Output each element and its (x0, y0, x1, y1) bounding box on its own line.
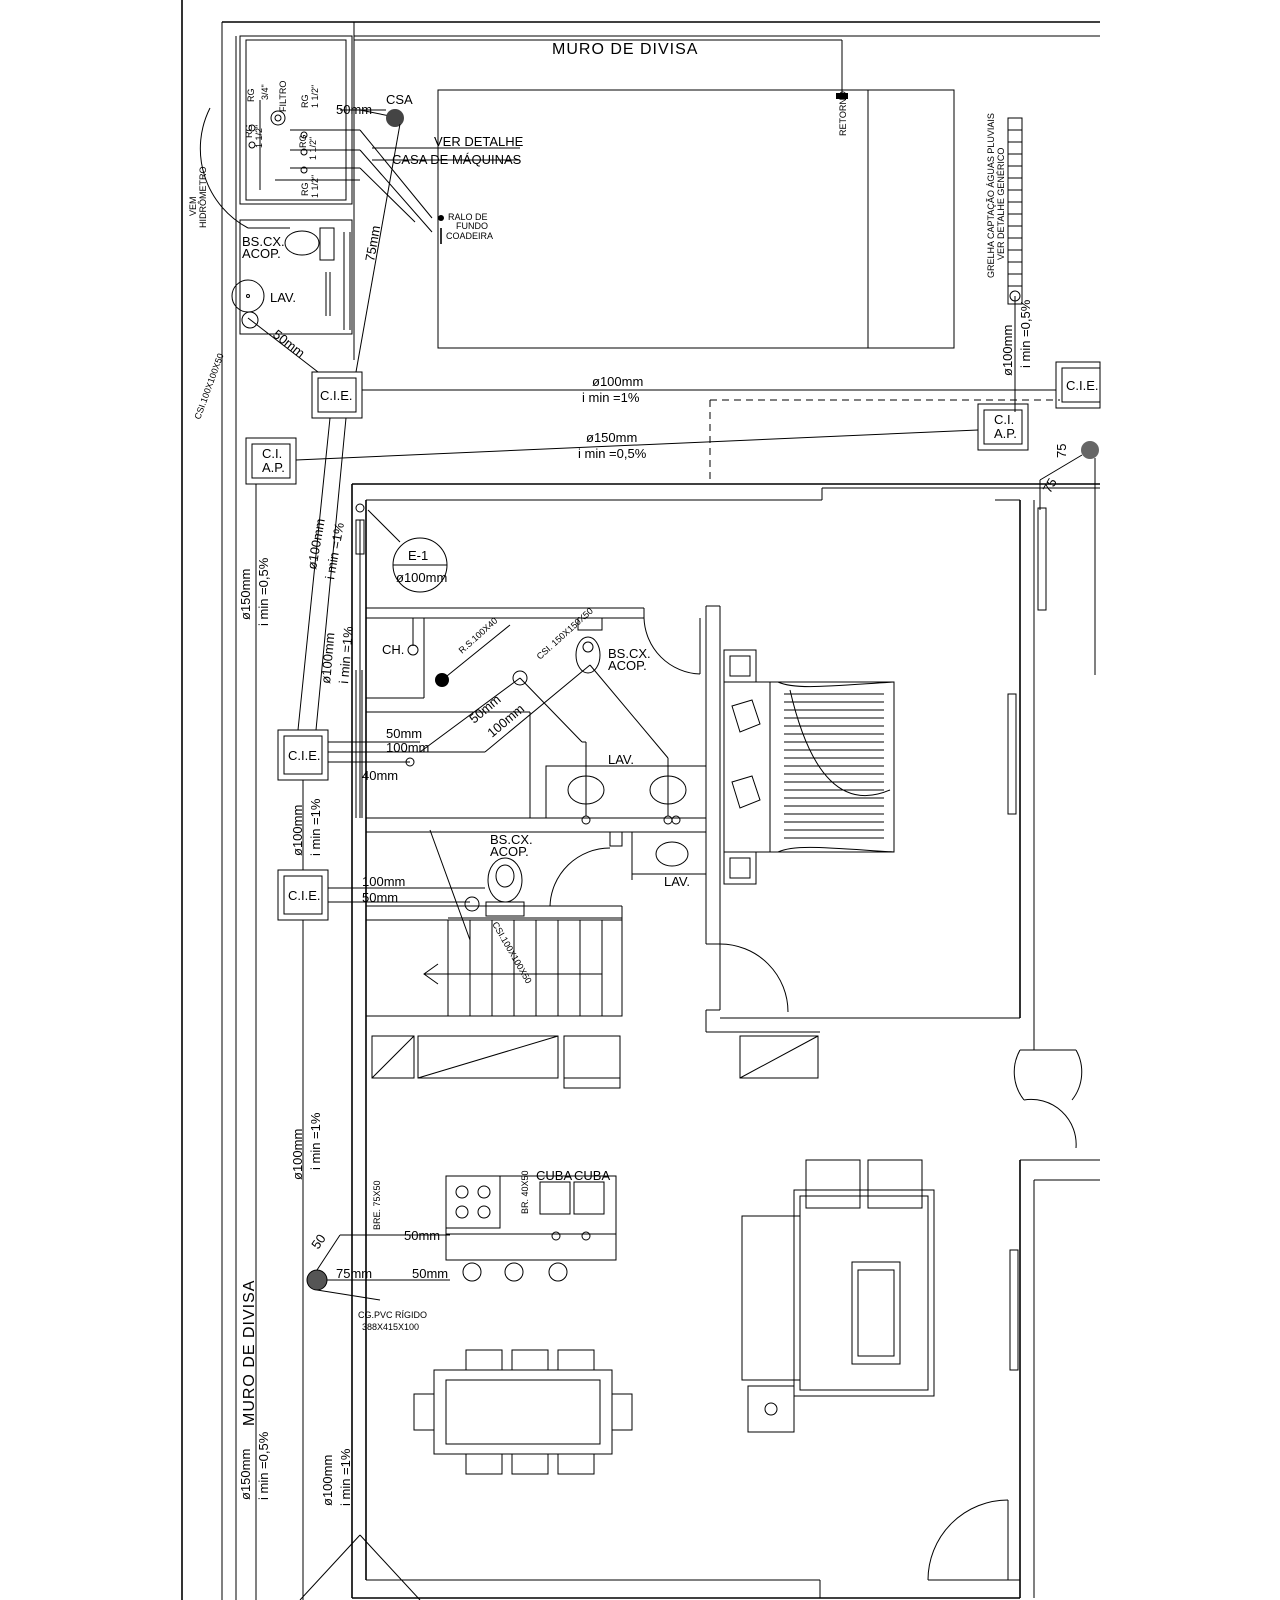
grate-label-2: VER DETALHE GENÉRICO (996, 148, 1006, 260)
csi-bath-label: CSI. 150X150X50 (535, 606, 595, 662)
pipe-i05-mid: i min =0,5% (578, 446, 647, 461)
filter-label: FILTRO (278, 81, 288, 112)
bre-label: BRE. 75X50 (372, 1180, 382, 1230)
rg-label-c1: RG (244, 125, 254, 139)
ci-ap-right-2: A.P. (994, 426, 1017, 441)
pipe-75-kitchen: 75mm (336, 1266, 372, 1281)
rg-label-d2: 1 1/2" (308, 137, 318, 160)
meter-label-2: HIDRÔMETRO (198, 167, 208, 229)
cg-label-1: CG.PVC RÍGIDO (358, 1310, 427, 1320)
toilet-top-label-2: ACOP. (242, 246, 281, 261)
ci-ap-right-1: C.I. (994, 412, 1014, 427)
dim-75-b: 75 (1040, 475, 1060, 495)
meter-label-1: VEM (188, 196, 198, 216)
sink-low-label: LAV. (664, 874, 690, 889)
annotations: MURO DE DIVISA MURO DE DIVISA CSA VER DE… (188, 41, 1099, 1506)
shower-label: CH. (382, 642, 404, 657)
cie-top-label: C.I.E. (320, 388, 353, 403)
e1-label: E-1 (408, 548, 428, 563)
rg-label-c2: 1 1/2" (254, 125, 264, 148)
bathroom-upper (355, 519, 721, 1010)
pipe-40-bath: 40mm (362, 768, 398, 783)
bathroom-lower-stairs (365, 829, 707, 1017)
pipe-i1-c: i min =1% (308, 798, 323, 856)
rs-label: R.S.100X40 (457, 616, 500, 656)
sink-cuba-1: CUBA (536, 1168, 572, 1183)
pipe-100-low: 100mm (362, 874, 405, 889)
pipe-d100-e: ø100mm (320, 1455, 335, 1506)
pipe-i05-low: i min =0,5% (256, 1431, 271, 1500)
rg-label-b1: RG (300, 95, 310, 109)
rg-label-a2: 3/4" (260, 84, 270, 100)
left-wall-label: MURO DE DIVISA (241, 1280, 258, 1426)
grate-label-1: GRELHA CAPTAÇÃO ÁGUAS PLUVIAIS (986, 113, 996, 278)
pipe-d100-b: ø100mm (318, 632, 337, 684)
drain-grate (1007, 117, 1023, 412)
ci-ap-left-2: A.P. (262, 460, 285, 475)
pipe-i1-b: i min =1% (336, 625, 356, 684)
pipe-d150-low: ø150mm (238, 1449, 253, 1500)
ci-ap-left-1: C.I. (262, 446, 282, 461)
cie-mid-label: C.I.E. (288, 748, 321, 763)
csi-left-label: CSI.100X100X50 (192, 352, 225, 421)
toilet-bath-label-1: BS.CX. (608, 646, 651, 661)
pipe-50-low: 50mm (362, 890, 398, 905)
pipe-i1-d: i min =1% (308, 1112, 323, 1170)
machine-room-label: CASA DE MÁQUINAS (392, 152, 522, 167)
pipe-50-bath: 50mm (386, 726, 422, 741)
rg-label-b2: 1 1/2" (310, 85, 320, 108)
toilet-bath-label-2: ACOP. (608, 658, 647, 673)
rg-label-e1: RG (300, 183, 310, 197)
pipe-50-left: 50mm (270, 327, 308, 361)
pipe-d100-d: ø100mm (290, 1129, 305, 1180)
pipe-i05-right: i min =0,5% (1018, 299, 1033, 368)
pipe-50-kitchen-b: 50mm (412, 1266, 448, 1281)
csi-stair-label: CSI.100X100X50 (490, 920, 533, 985)
toilet-low-label-1: BS.CX. (490, 832, 533, 847)
drain-label-3: COADEIRA (446, 231, 493, 241)
pipe-d150-left: ø150mm (238, 569, 253, 620)
pool (340, 39, 955, 349)
return-label: RETORNO (838, 91, 848, 136)
br-label: BR. 40X50 (520, 1170, 530, 1214)
pipe-100-bath: 100mm (386, 740, 429, 755)
e1-diameter: ø100mm (396, 570, 447, 585)
bedroom (705, 507, 1047, 1033)
boundary-walls (181, 0, 1100, 1600)
pipe-d100-top: ø100mm (592, 374, 643, 389)
cie-right-label: C.I.E. (1066, 378, 1099, 393)
cg-label-2: 388X415X100 (362, 1322, 419, 1332)
rg-label-a1: RG (246, 89, 256, 103)
cie-low-label: C.I.E. (288, 888, 321, 903)
dim-75-a: 75 (1054, 444, 1069, 458)
csa-label: CSA (386, 92, 413, 107)
top-wall-label: MURO DE DIVISA (552, 41, 698, 58)
toilet-low-label-2: ACOP. (490, 844, 529, 859)
pipe-i1-top: i min =1% (582, 390, 640, 405)
pipe-d150-mid: ø150mm (586, 430, 637, 445)
dim-50-kitchen: 50 (308, 1231, 329, 1251)
machine-room (199, 35, 433, 335)
sink-top-label: LAV. (270, 290, 296, 305)
toilet-top-label-1: BS.CX. (242, 234, 285, 249)
drain-label-1: RALO DE (448, 212, 488, 222)
pipe-i05-left: i min =0,5% (256, 557, 271, 626)
rg-label-d1: RG (298, 135, 308, 149)
rg-label-e2: 1 1/2" (310, 175, 320, 198)
pipe-50-top: 50mm (336, 102, 372, 117)
pipe-i1-e: i min =1% (338, 1448, 353, 1506)
detail-label: VER DETALHE (434, 134, 524, 149)
sink-bath-label: LAV. (608, 752, 634, 767)
kitchen-living (371, 1035, 1083, 1475)
pipe-50-kitchen-a: 50mm (404, 1228, 440, 1243)
pipe-75-top: 75mm (362, 224, 383, 262)
pipe-d100-c: ø100mm (290, 805, 305, 856)
drain-label-2: FUNDO (456, 221, 488, 231)
pipe-d100-right: ø100mm (1000, 325, 1015, 376)
house-walls (351, 483, 1100, 1599)
sink-cuba-2: CUBA (574, 1168, 610, 1183)
drainage-network (245, 123, 1101, 1600)
